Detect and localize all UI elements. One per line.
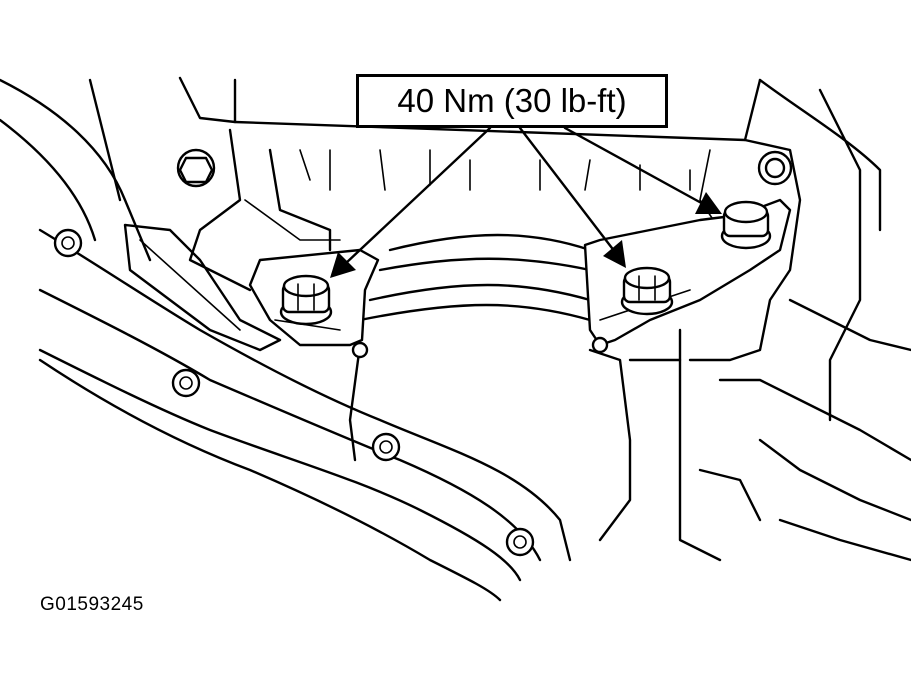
flange-band: [38, 223, 572, 602]
bolt-upper-right: [757, 150, 793, 186]
oil-pan-casting: [188, 128, 721, 542]
leader-arrows: [330, 126, 722, 278]
bolt-left-bracket: [279, 274, 333, 326]
figure-code: G01593245: [40, 594, 144, 615]
bolt-upper-left: [176, 148, 216, 188]
bolt-right-bracket: [620, 266, 674, 316]
bolt-far-right: [720, 200, 772, 250]
flange-fasteners: [53, 228, 609, 557]
torque-callout: 40 Nm (30 lb-ft): [356, 74, 668, 128]
housing-outlines: [0, 76, 911, 562]
